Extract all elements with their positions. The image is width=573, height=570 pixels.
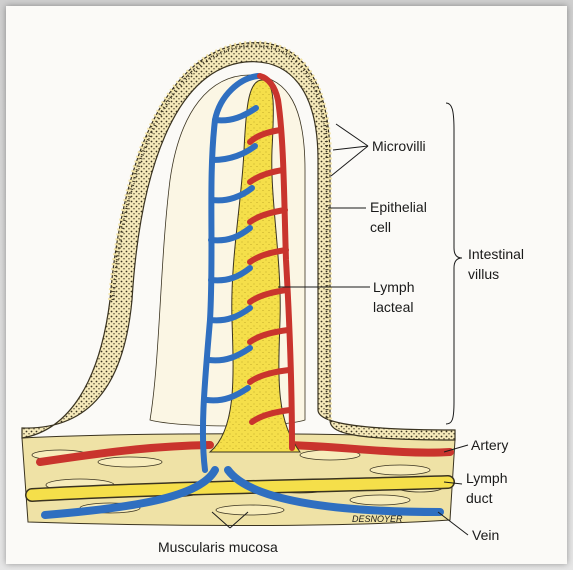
artist-signature: DESNOYER <box>352 514 403 524</box>
label-lymph-lacteal-line1: Lymph <box>373 279 415 295</box>
label-muscularis-mucosa: Muscularis mucosa <box>158 539 278 555</box>
label-lymph-duct-line1: Lymph <box>466 470 508 486</box>
label-epithelial-cell-line1: Epithelial <box>370 199 427 215</box>
label-intestinal-villus-line1: Intestinal <box>468 246 524 262</box>
label-lymph-lacteal-line2: lacteal <box>373 299 413 315</box>
label-artery: Artery <box>471 437 508 453</box>
label-microvilli: Microvilli <box>372 138 426 154</box>
label-lymph-duct-line2: duct <box>466 490 493 506</box>
label-epithelial-cell-line2: cell <box>370 219 391 235</box>
label-intestinal-villus-line2: villus <box>468 266 499 282</box>
label-vein: Vein <box>472 527 499 543</box>
